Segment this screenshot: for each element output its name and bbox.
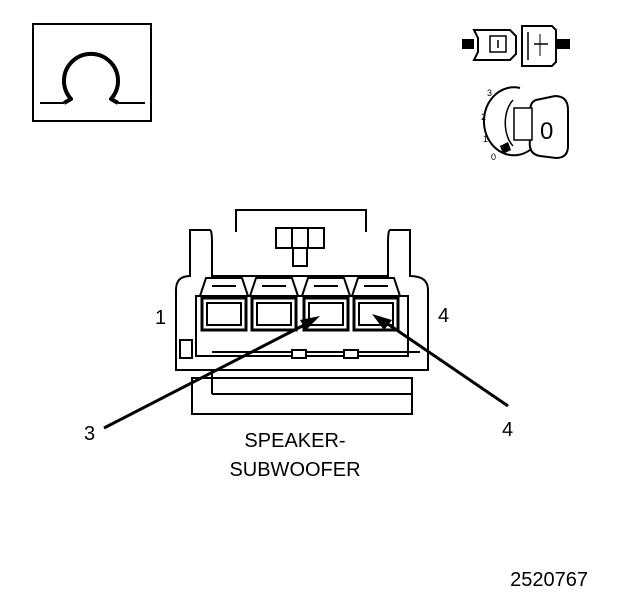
ignition-position-0: 0 bbox=[491, 152, 496, 162]
pin-label-1: 1 bbox=[155, 307, 166, 329]
ignition-key-label: 0 bbox=[540, 118, 553, 145]
disconnect-connector-icon bbox=[462, 25, 570, 67]
connector-name-line-1: SPEAKER- bbox=[244, 430, 345, 452]
ignition-key-icon: 3 2 1 0 0 bbox=[481, 86, 569, 162]
terminal-cavity-3 bbox=[300, 277, 352, 332]
terminal-cavity-2 bbox=[248, 277, 300, 332]
ignition-position-1: 1 bbox=[483, 134, 488, 144]
callout-label-4: 4 bbox=[502, 419, 513, 441]
figure-id: 2520767 bbox=[510, 569, 588, 591]
callout-arrow-4 bbox=[372, 314, 509, 408]
pin-label-4: 4 bbox=[438, 305, 449, 327]
ohmmeter-icon bbox=[32, 23, 152, 122]
speaker-subwoofer-connector bbox=[175, 209, 429, 415]
connector-name-line-2: SUBWOOFER bbox=[229, 459, 360, 481]
callout-arrow-3 bbox=[103, 316, 320, 430]
terminal-cavity-4 bbox=[350, 277, 402, 332]
ignition-position-2: 2 bbox=[481, 112, 486, 122]
ignition-position-3: 3 bbox=[487, 88, 492, 98]
callout-label-3: 3 bbox=[84, 423, 95, 445]
terminal-cavity-1 bbox=[198, 277, 250, 332]
